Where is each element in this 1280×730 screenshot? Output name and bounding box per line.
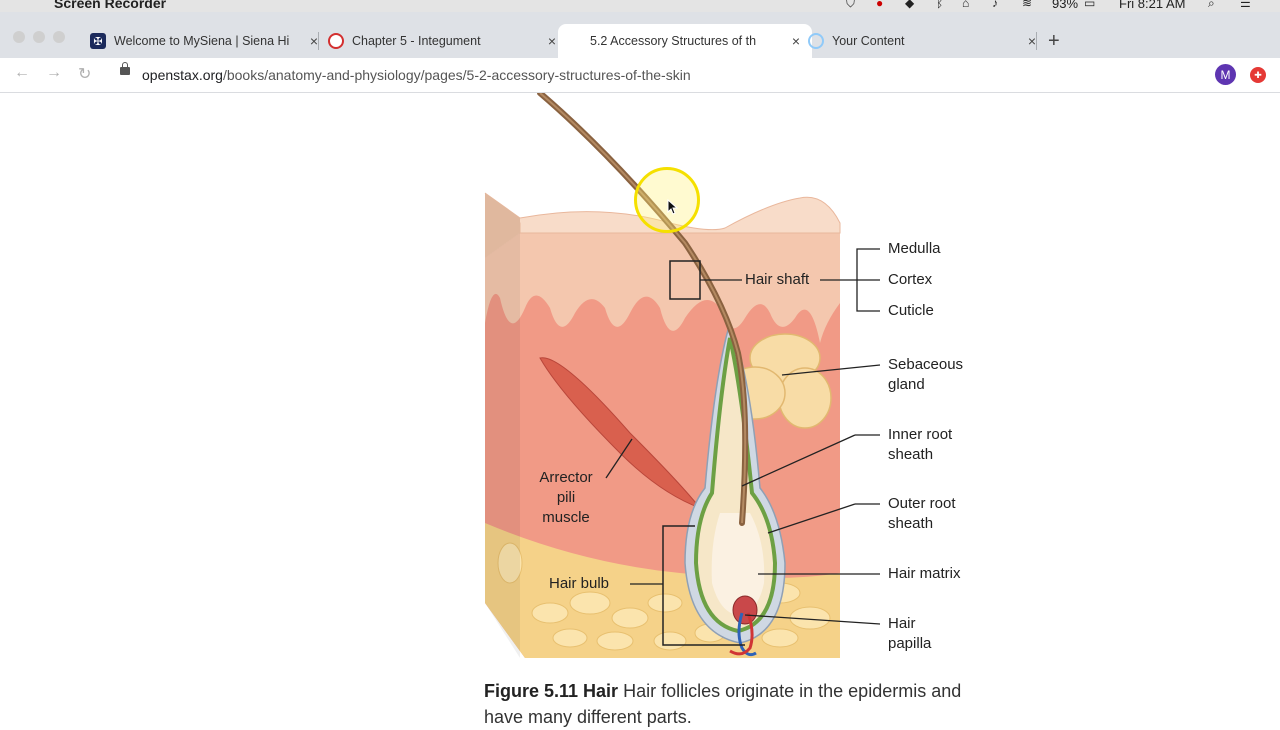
label-arrector-3: muscle [542,509,590,526]
window-zoom-button[interactable] [53,31,65,43]
battery-percent: 93% [1052,0,1079,11]
close-icon[interactable]: × [1027,33,1037,49]
page-content[interactable]: Medulla Cortex Cuticle Hair shaft Sebace… [0,93,1280,727]
battery-icon[interactable]: ▭ [1084,0,1096,10]
label-cuticle: Cuticle [888,302,934,319]
bluetooth-icon[interactable]: ᛒ [936,0,944,10]
macos-menubar: Screen Recorder ⛉ ● ◆ ᛒ ⌂ ♪ ≋ 93% ▭ Fri … [0,0,1280,12]
label-arrector: Arrector [539,469,593,486]
window-close-button[interactable] [13,31,25,43]
tab-label: 5.2 Accessory Structures of th [590,34,757,48]
mouse-pointer-icon [667,199,679,215]
lock-icon[interactable] [120,62,130,75]
tab-your-content[interactable]: Your Content × [800,24,1048,58]
tab-label: Welcome to MySiena | Siena Hi [114,34,290,48]
browser-toolbar: ← → ↻ openstax.org/books/anatomy-and-phy… [0,58,1280,93]
tab-chapter5[interactable]: Chapter 5 - Integument × [320,24,568,58]
close-icon[interactable]: × [791,33,801,49]
url-path: /books/anatomy-and-physiology/pages/5-2-… [222,67,691,83]
label-cortex: Cortex [888,271,933,288]
shield-icon[interactable]: ⛉ [846,0,856,10]
label-hair-papilla: Hair [888,615,916,632]
home-icon[interactable]: ⌂ [962,0,970,10]
tab-divider [1036,32,1037,50]
caption-title: Figure 5.11 Hair [484,681,619,701]
notification-center-icon[interactable]: ☰ [1240,0,1251,10]
label-hair-papilla-2: papilla [888,635,932,652]
label-hair-bulb: Hair bulb [549,575,610,592]
forward-arrow-icon[interactable]: → [46,64,62,81]
back-arrow-icon[interactable]: ← [14,64,30,81]
record-stop-icon[interactable]: ● [876,0,884,10]
label-hair-shaft: Hair shaft [745,271,810,288]
openstax-book-icon [566,33,582,49]
label-medulla: Medulla [888,240,941,257]
label-inner-root: Inner root [888,426,953,443]
url-domain: openstax.org [142,67,223,83]
address-bar[interactable]: openstax.org/books/anatomy-and-physiolog… [108,61,1208,89]
volume-icon[interactable]: ♪ [992,0,998,10]
label-outer-root-2: sheath [888,515,934,532]
label-sebaceous-2: gland [888,376,925,393]
url-text[interactable]: openstax.org/books/anatomy-and-physiolog… [142,67,691,83]
label-outer-root: Outer root [888,495,956,512]
tab-mysiena[interactable]: ✠ Welcome to MySiena | Siena Hi × [82,24,330,58]
tab-label: Your Content [832,34,905,48]
close-icon[interactable]: × [547,33,557,49]
hair-figure: Medulla Cortex Cuticle Hair shaft Sebace… [480,93,980,665]
spotlight-search-icon[interactable]: ⌕ [1208,0,1215,10]
close-icon[interactable]: × [309,33,319,49]
loading-icon [808,33,824,49]
extension-icon[interactable]: ✚ [1250,67,1266,83]
tab-divider [318,32,319,50]
tab-label: Chapter 5 - Integument [352,34,481,48]
new-tab-button[interactable]: + [1048,30,1060,52]
browser-tab-strip: ✠ Welcome to MySiena | Siena Hi × Chapte… [0,12,1280,58]
label-inner-root-2: sheath [888,446,934,463]
dropbox-icon[interactable]: ◆ [905,0,915,10]
profile-avatar[interactable]: M [1215,64,1236,85]
figure-caption: Figure 5.11 Hair Hair follicles originat… [484,678,1004,730]
window-minimize-button[interactable] [33,31,45,43]
siena-logo-icon: ✠ [90,33,106,49]
reload-icon[interactable]: ↻ [78,66,92,83]
menubar-app-name[interactable]: Screen Recorder [54,0,167,11]
menubar-clock[interactable]: Fri 8:21 AM [1119,0,1186,11]
label-arrector-2: pili [556,489,576,506]
canvas-logo-icon [328,33,344,49]
label-hair-matrix: Hair matrix [888,565,961,582]
tab-accessory-structures[interactable]: 5.2 Accessory Structures of th × [558,24,812,58]
cursor-highlight [634,167,700,233]
wifi-icon[interactable]: ≋ [1022,0,1033,10]
hair-anatomy-illustration [484,93,881,658]
label-sebaceous: Sebaceous [888,356,964,373]
